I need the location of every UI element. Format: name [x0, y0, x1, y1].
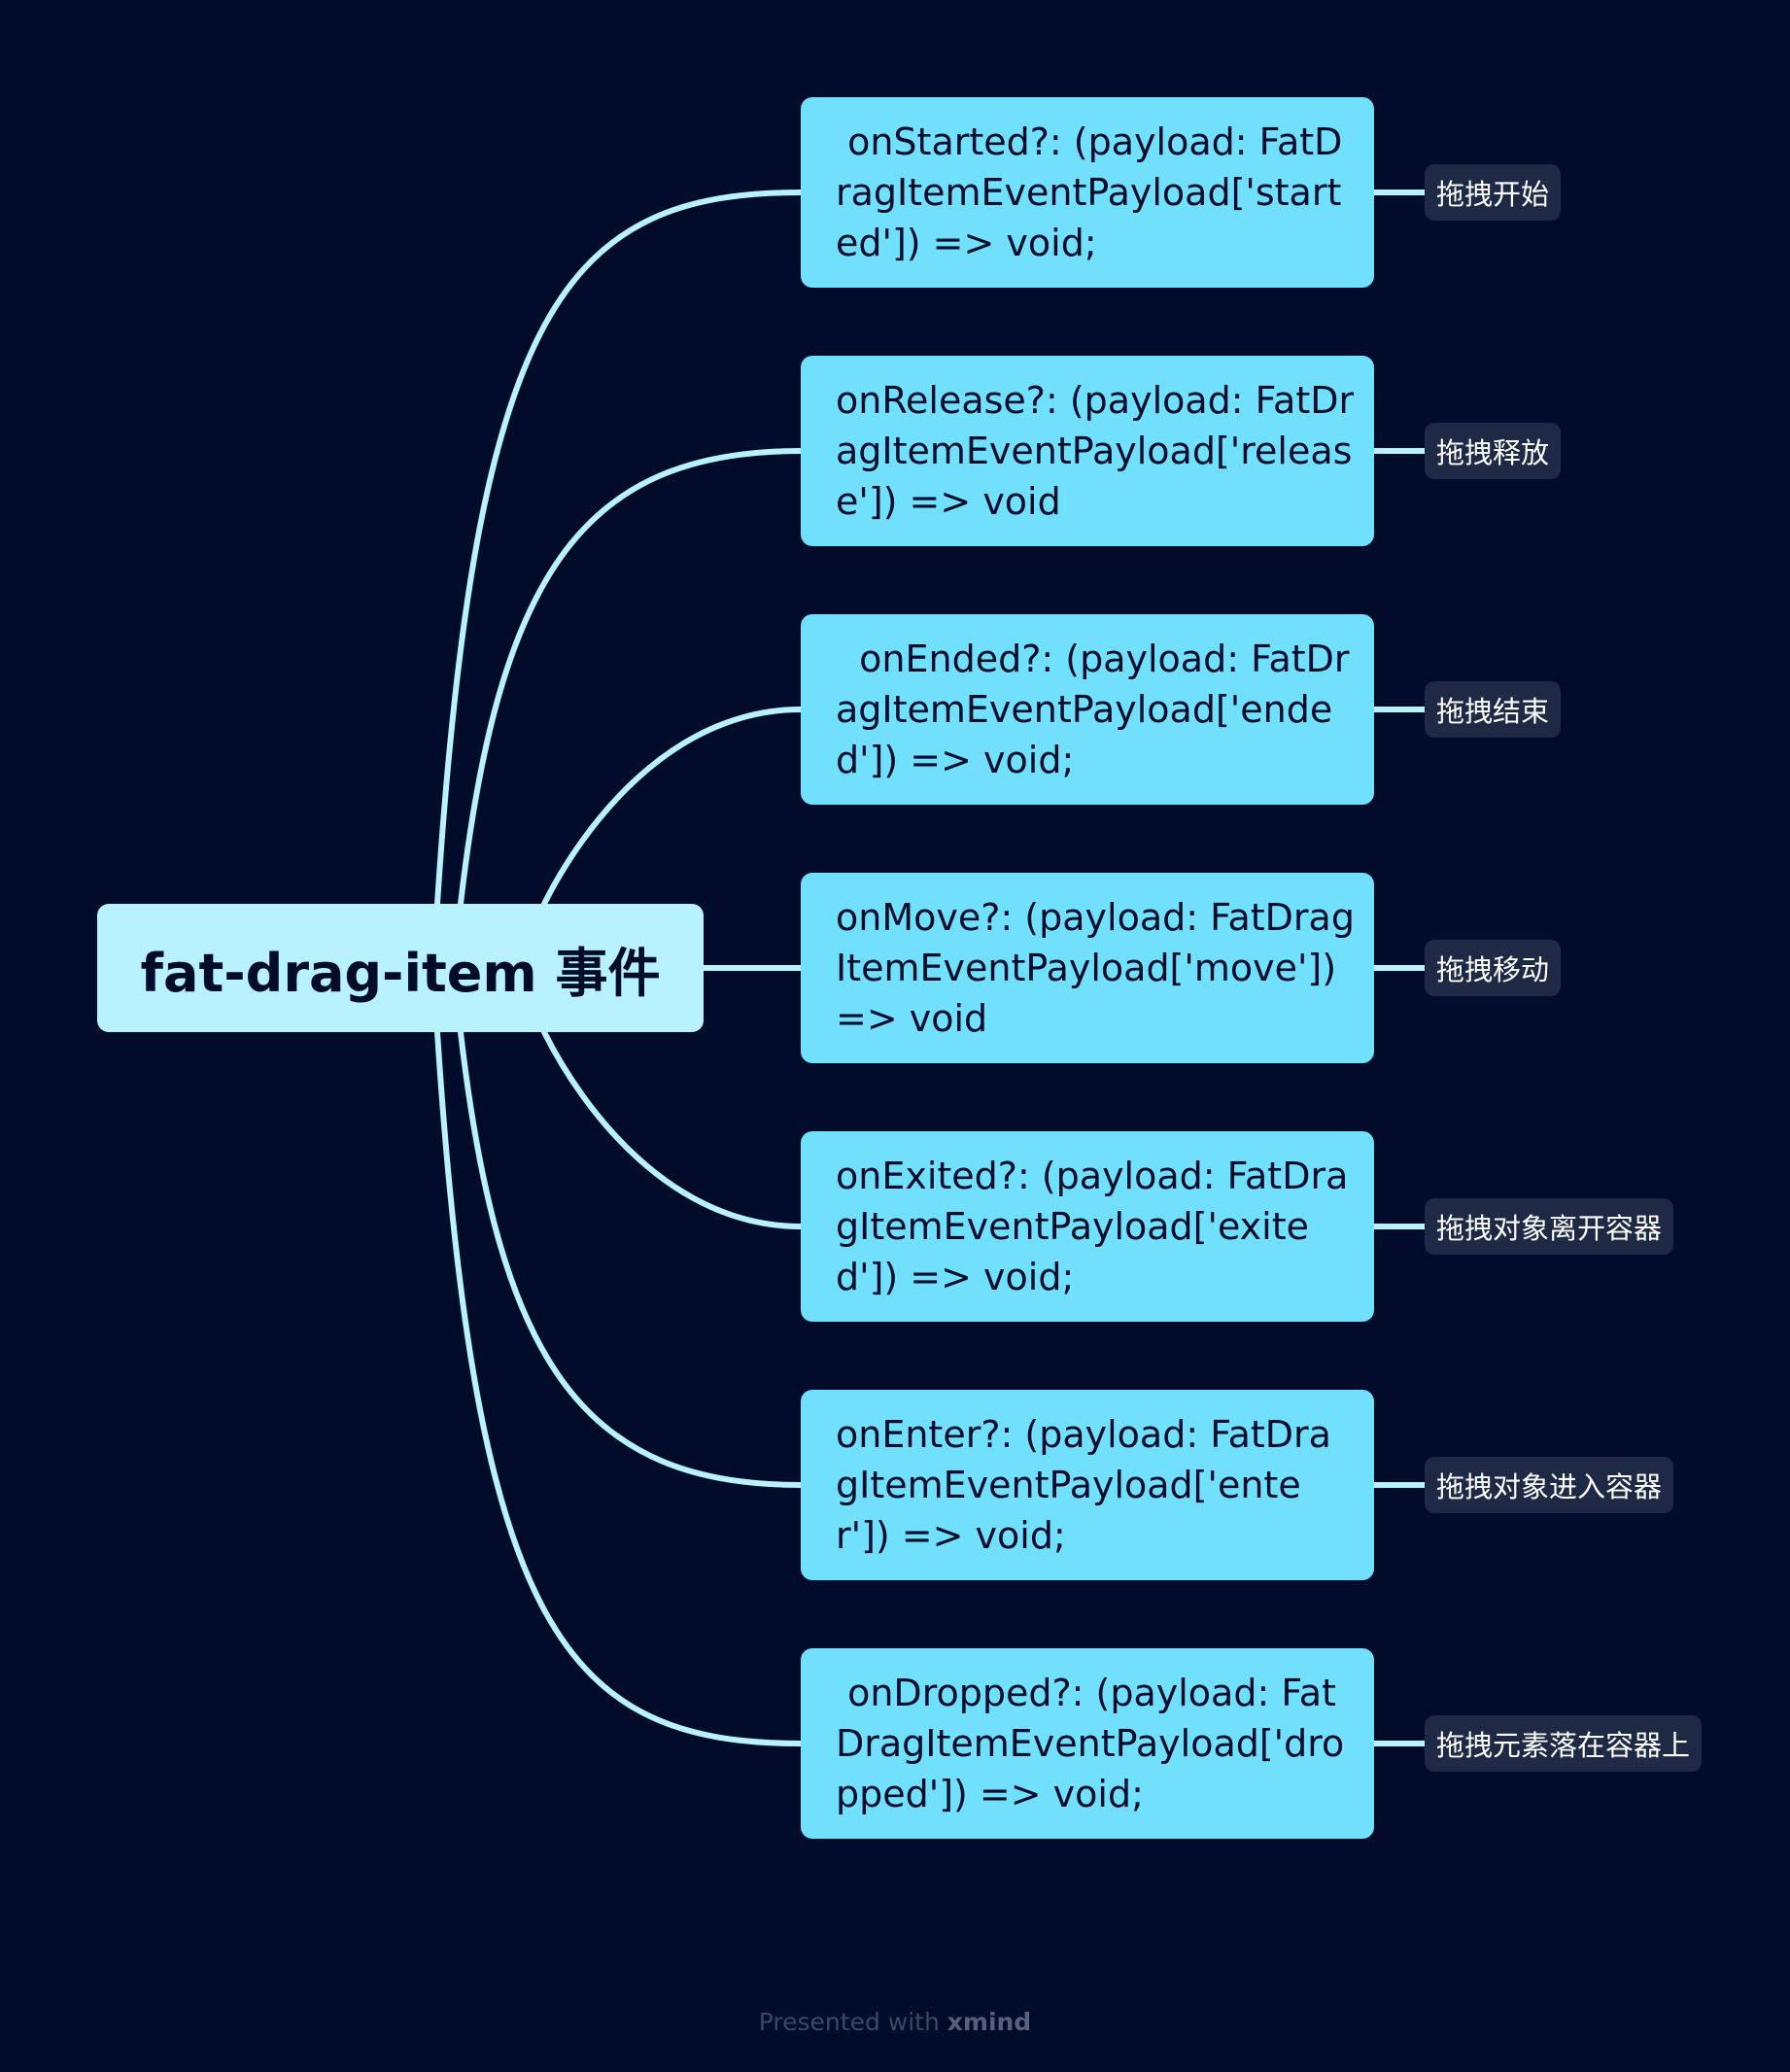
branch-connector	[434, 1029, 804, 1746]
branch-connector	[541, 1029, 804, 1229]
branch-topic-on-release[interactable]: onRelease?: (payload: FatDragItemEventPa…	[801, 356, 1374, 546]
note-label-text: 拖拽结束	[1436, 695, 1550, 728]
branch-connector	[458, 1029, 804, 1488]
branch-topic-text: onRelease?: (payload: FatDragItemEventPa…	[836, 379, 1355, 523]
branch-topic-on-move[interactable]: onMove?: (payload: FatDragItemEventPaylo…	[801, 873, 1374, 1063]
branch-topic-on-enter[interactable]: onEnter?: (payload: FatDragItemEventPayl…	[801, 1390, 1374, 1580]
branch-topic-on-ended[interactable]: onEnded?: (payload: FatDragItemEventPayl…	[801, 614, 1374, 805]
branch-topic-text: onEnded?: (payload: FatDragItemEventPayl…	[836, 638, 1350, 781]
branch-topic-text: onMove?: (payload: FatDragItemEventPaylo…	[836, 896, 1355, 1040]
note-label-on-dropped: 拖拽元素落在容器上	[1425, 1715, 1703, 1772]
branch-connector	[458, 448, 804, 907]
branch-connector	[541, 707, 804, 907]
root-topic[interactable]: fat-drag-item 事件	[97, 904, 704, 1032]
branch-topic-on-started[interactable]: onStarted?: (payload: FatDragItemEventPa…	[801, 97, 1374, 288]
note-label-on-started: 拖拽开始	[1425, 164, 1562, 221]
note-label-text: 拖拽开始	[1436, 178, 1550, 211]
note-label-text: 拖拽释放	[1436, 436, 1550, 469]
note-label-text: 拖拽元素落在容器上	[1436, 1729, 1691, 1762]
branch-connector	[434, 190, 804, 907]
note-label-text: 拖拽对象进入容器	[1436, 1470, 1663, 1503]
note-label-text: 拖拽对象离开容器	[1436, 1212, 1663, 1245]
footer-credit: Presented with xmind	[0, 2008, 1790, 2036]
branch-topic-text: onStarted?: (payload: FatDragItemEventPa…	[836, 121, 1343, 264]
branch-topic-text: onExited?: (payload: FatDragItemEventPay…	[836, 1155, 1349, 1298]
note-label-on-ended: 拖拽结束	[1425, 681, 1562, 738]
branch-topic-text: onDropped?: (payload: FatDragItemEventPa…	[836, 1672, 1345, 1815]
note-label-on-exited: 拖拽对象离开容器	[1425, 1198, 1674, 1255]
note-label-on-enter: 拖拽对象进入容器	[1425, 1457, 1674, 1513]
branch-topic-text: onEnter?: (payload: FatDragItemEventPayl…	[836, 1413, 1331, 1557]
note-label-on-release: 拖拽释放	[1425, 423, 1562, 479]
branch-topic-on-exited[interactable]: onExited?: (payload: FatDragItemEventPay…	[801, 1131, 1374, 1322]
footer-prefix: Presented with	[758, 2008, 947, 2036]
branch-topic-on-dropped[interactable]: onDropped?: (payload: FatDragItemEventPa…	[801, 1648, 1374, 1839]
note-label-on-move: 拖拽移动	[1425, 940, 1562, 996]
root-topic-label: fat-drag-item 事件	[140, 942, 661, 1004]
xmind-logo: xmind	[947, 2008, 1032, 2036]
note-label-text: 拖拽移动	[1436, 953, 1550, 986]
